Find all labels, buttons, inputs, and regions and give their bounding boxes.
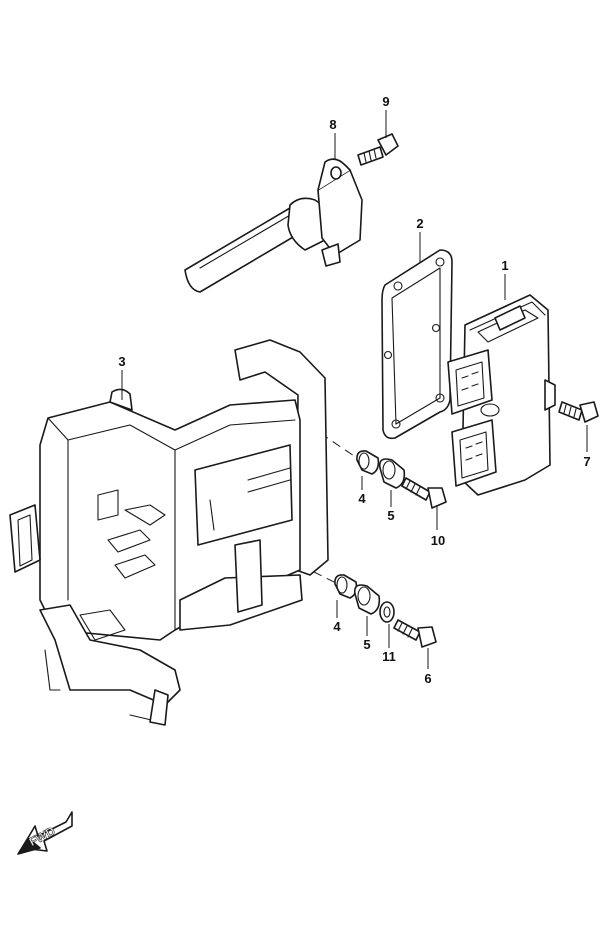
callout-5-upper: 5 bbox=[387, 508, 394, 523]
part-8-ignition-coil bbox=[184, 158, 363, 293]
callout-4-upper: 4 bbox=[358, 491, 366, 506]
part-10-bolt bbox=[401, 477, 447, 509]
part-5-spacer-lower bbox=[353, 584, 381, 615]
callout-5-lower: 5 bbox=[363, 637, 370, 652]
callout-1: 1 bbox=[501, 258, 508, 273]
part-6-bolt bbox=[393, 619, 437, 648]
part-5-spacer-upper bbox=[378, 458, 406, 489]
part-4-grommet-upper bbox=[356, 450, 380, 475]
part-3-bracket-housing bbox=[9, 339, 329, 726]
callout-4-lower: 4 bbox=[333, 619, 341, 634]
callout-labels: 1 2 3 8 9 7 4 5 10 4 5 11 6 bbox=[118, 94, 590, 686]
leader-lines bbox=[121, 110, 588, 669]
part-9-bolt bbox=[357, 133, 399, 166]
callout-8: 8 bbox=[329, 117, 336, 132]
part-11-washer bbox=[379, 601, 395, 623]
callout-3: 3 bbox=[118, 354, 125, 369]
callout-7: 7 bbox=[583, 454, 590, 469]
part-4-grommet-lower bbox=[334, 574, 358, 599]
callout-10: 10 bbox=[431, 533, 445, 548]
callout-2: 2 bbox=[416, 216, 423, 231]
forward-direction-arrow: FWD bbox=[17, 811, 73, 855]
part-1-control-module bbox=[447, 294, 556, 496]
callout-11: 11 bbox=[382, 649, 396, 664]
callout-9: 9 bbox=[382, 94, 389, 109]
part-7-bolt bbox=[558, 401, 599, 423]
part-2-gasket bbox=[381, 249, 453, 440]
callout-6: 6 bbox=[424, 671, 431, 686]
